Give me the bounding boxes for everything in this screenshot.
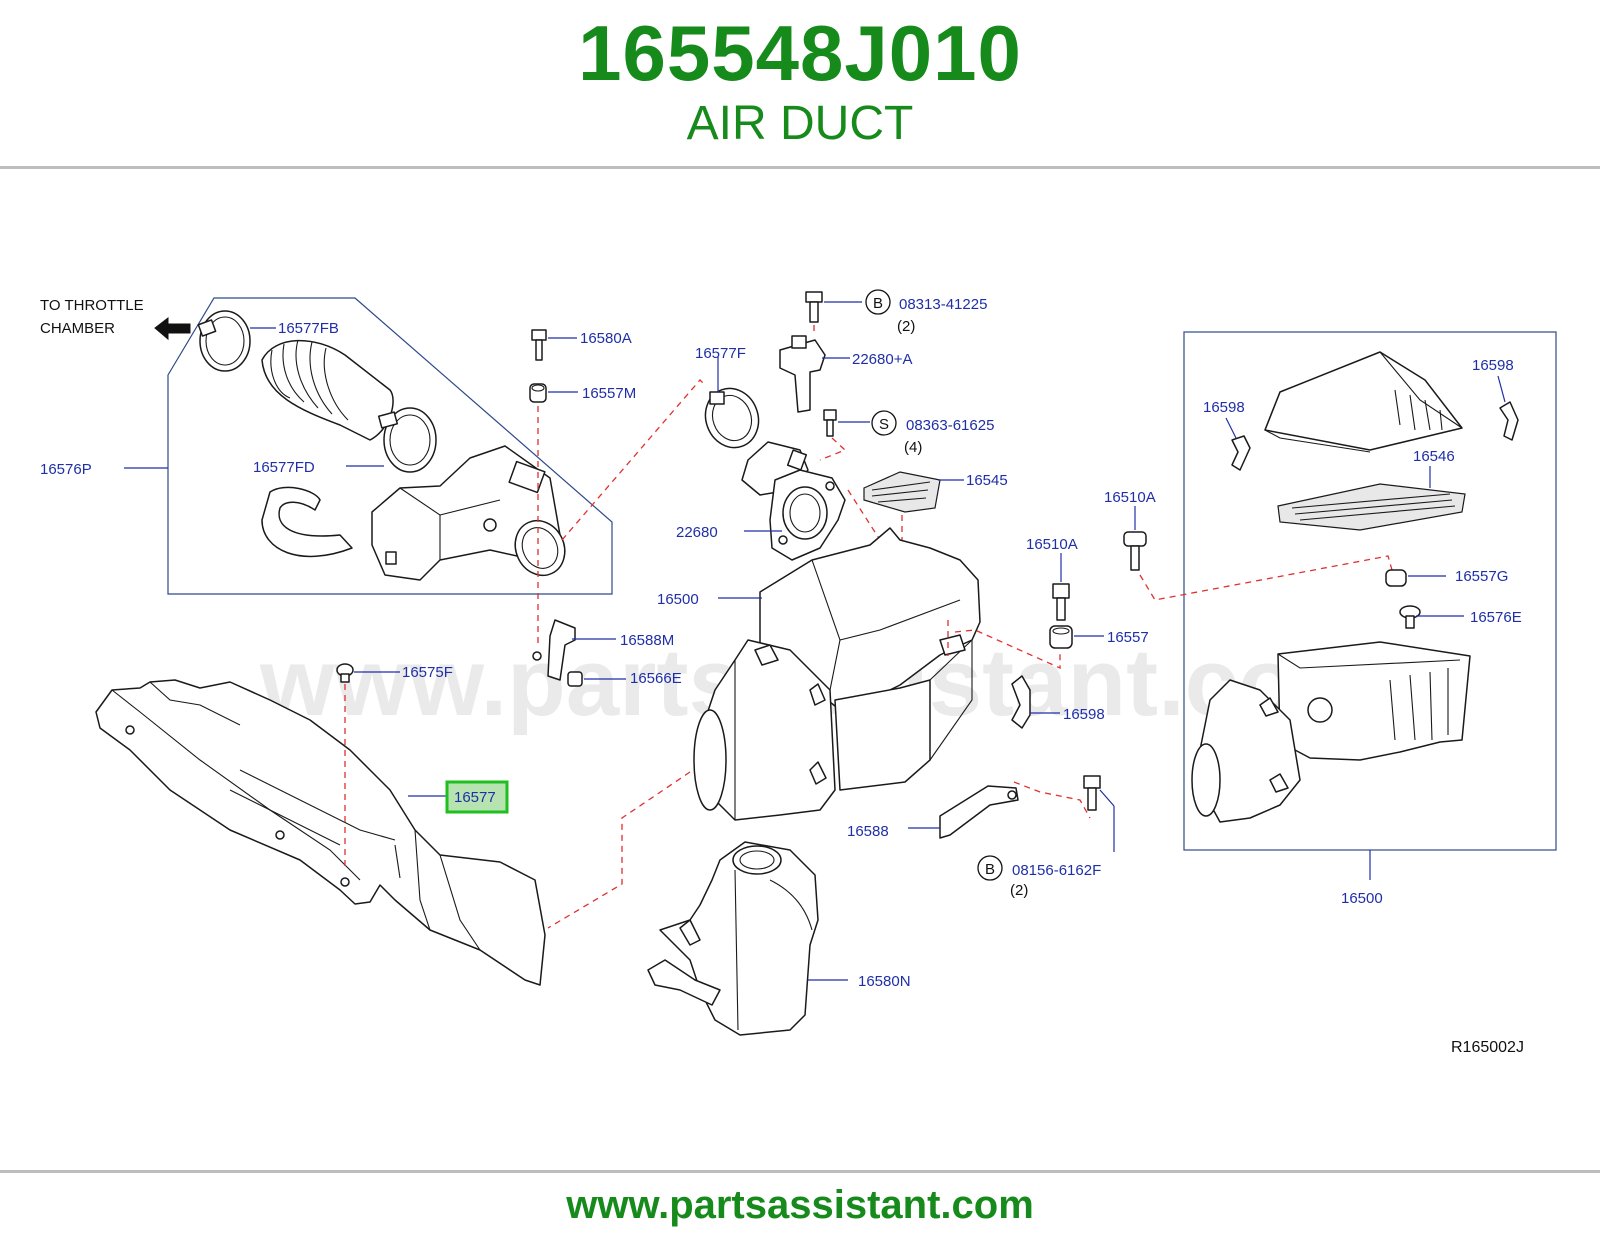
bellows-hose: [261, 339, 394, 441]
callout-16598-left: 16598: [1203, 399, 1245, 416]
highlight-box: [445, 780, 509, 814]
clamp-16577fd: [377, 407, 437, 473]
callout-16557m: 16557M: [582, 385, 636, 402]
callout-16510a-right: 16510A: [1104, 489, 1156, 506]
part-name: AIR DUCT: [686, 97, 914, 150]
bolt-08156: [1083, 775, 1101, 811]
note-line-1: TO THROTTLE: [40, 297, 144, 314]
callout-22680a: 22680+A: [852, 351, 912, 368]
small-hose: [261, 486, 353, 558]
arrow-left-icon: [154, 316, 191, 341]
callout-16580a: 16580A: [580, 330, 632, 347]
clip-16598-left: [1231, 435, 1251, 471]
fastener-qty: (2): [897, 318, 915, 335]
fastener-part: 08156-6162F: [1012, 862, 1101, 879]
air-duct-16577: [95, 679, 546, 986]
filter-element-16546: [1277, 483, 1466, 531]
callout-16577fd: 16577FD: [253, 459, 315, 476]
callout-16577fb: 16577FB: [278, 320, 339, 337]
callout-16598-right: 16598: [1472, 357, 1514, 374]
header-divider: [0, 166, 1600, 169]
nut-16566e: [567, 671, 583, 687]
fastener-08363-61625: S 08363-61625 (4): [871, 410, 994, 456]
reference-code: R165002J: [1451, 1039, 1524, 1056]
callout-16500-center: 16500: [657, 591, 699, 608]
sensor-22680a: [779, 335, 826, 413]
bolt-08313: [805, 291, 823, 323]
part-number: 165548J010: [578, 9, 1022, 97]
fastener-symbol: S: [879, 416, 889, 433]
callout-16576e: 16576E: [1470, 609, 1522, 626]
resonator-16580n: [647, 841, 819, 1036]
callout-16588: 16588: [847, 823, 889, 840]
air-cleaner-16500: [693, 527, 981, 821]
bracket-16588: [939, 785, 1019, 839]
clip-16575f: [336, 663, 354, 683]
bolt-16510a-center: [1052, 583, 1070, 621]
bracket-16588m: [532, 619, 576, 681]
note-line-2: CHAMBER: [40, 320, 115, 337]
maf-body-22680: [741, 441, 846, 561]
clip-16598-right: [1499, 401, 1519, 441]
callout-16577f: 16577F: [695, 345, 746, 362]
lower-housing: [1191, 641, 1471, 823]
grommet-16557: [1049, 625, 1073, 649]
clamp-16577fb: [197, 310, 251, 372]
bolt-16580a: [531, 329, 547, 361]
callout-16598-center: 16598: [1063, 706, 1105, 723]
bolt-16510a-right: [1123, 531, 1147, 571]
pin-16576e: [1399, 605, 1421, 629]
filter-lid: [1264, 351, 1463, 453]
callout-16545: 16545: [966, 472, 1008, 489]
callout-16575f: 16575F: [402, 664, 453, 681]
footer-divider: [0, 1170, 1600, 1173]
fastener-qty: (4): [904, 439, 922, 456]
footer-url[interactable]: www.partsassistant.com: [566, 1183, 1034, 1227]
filter-mesh-16545: [863, 471, 941, 513]
clamp-16577f: [704, 387, 760, 449]
group-outline-16576p: [167, 297, 613, 595]
callout-16588m: 16588M: [620, 632, 674, 649]
callout-16510a-center: 16510A: [1026, 536, 1078, 553]
callout-16580n: 16580N: [858, 973, 911, 990]
callout-16577: 16577: [454, 789, 496, 806]
callout-16546: 16546: [1413, 448, 1455, 465]
fastener-qty: (2): [1010, 882, 1028, 899]
callout-22680: 22680: [676, 524, 718, 541]
fastener-symbol: B: [985, 861, 995, 878]
fastener-08313-41225: B 08313-41225 (2): [865, 289, 987, 335]
fastener-part: 08313-41225: [899, 296, 987, 313]
callout-16500-right: 16500: [1341, 890, 1383, 907]
callout-16557: 16557: [1107, 629, 1149, 646]
callout-16566e: 16566E: [630, 670, 682, 687]
fastener-08156-6162f: B 08156-6162F (2): [977, 855, 1101, 899]
grommet-16557m: [529, 383, 547, 403]
callout-16576p: 16576P: [40, 461, 92, 478]
screw-08363: [823, 409, 837, 437]
fastener-symbol: B: [873, 295, 883, 312]
grommet-16557g: [1385, 569, 1407, 587]
clip-16598-center: [1011, 675, 1031, 729]
callout-16557g: 16557G: [1455, 568, 1508, 585]
resonator-housing: [371, 445, 566, 581]
fastener-part: 08363-61625: [906, 417, 994, 434]
